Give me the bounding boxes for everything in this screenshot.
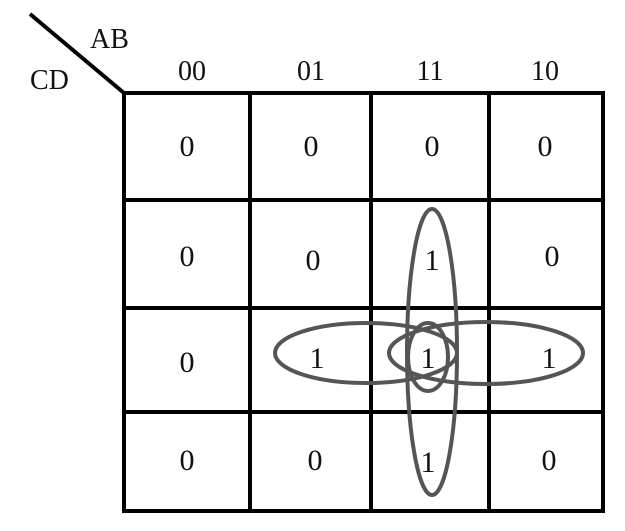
corner-diagonal bbox=[28, 12, 126, 95]
cell-r4-c4: 0 bbox=[542, 444, 557, 477]
cell-r4-c1: 0 bbox=[180, 444, 195, 477]
cell-r2-c2: 0 bbox=[306, 244, 321, 277]
column-header-10: 10 bbox=[531, 56, 559, 87]
grouping-loops bbox=[273, 207, 585, 497]
cell-r3-c3: 1 bbox=[421, 342, 436, 375]
cell-r4-c3: 1 bbox=[421, 446, 436, 479]
cell-r1-c4: 0 bbox=[538, 130, 553, 163]
cell-r1-c2: 0 bbox=[304, 130, 319, 163]
group-loop-left-horizontal bbox=[273, 321, 459, 385]
group-loop-center bbox=[406, 321, 450, 393]
row-variables-label: CD bbox=[30, 65, 69, 96]
grid bbox=[122, 91, 605, 513]
column-header-00: 00 bbox=[178, 56, 206, 87]
cell-r2-c3: 1 bbox=[425, 244, 440, 277]
column-header-01: 01 bbox=[297, 56, 325, 87]
cell-r3-c4: 1 bbox=[542, 342, 557, 375]
column-variables-label: AB bbox=[90, 24, 129, 55]
cell-r3-c2: 1 bbox=[310, 342, 325, 375]
cell-r4-c2: 0 bbox=[308, 444, 323, 477]
column-header-11: 11 bbox=[417, 56, 444, 87]
cell-r1-c1: 0 bbox=[180, 130, 195, 163]
cell-r2-c4: 0 bbox=[545, 240, 560, 273]
group-loop-right-horizontal bbox=[387, 320, 585, 386]
cell-r1-c3: 0 bbox=[425, 130, 440, 163]
grid-border bbox=[122, 91, 605, 513]
cell-r3-c1: 0 bbox=[180, 346, 195, 379]
cell-r2-c1: 0 bbox=[180, 240, 195, 273]
